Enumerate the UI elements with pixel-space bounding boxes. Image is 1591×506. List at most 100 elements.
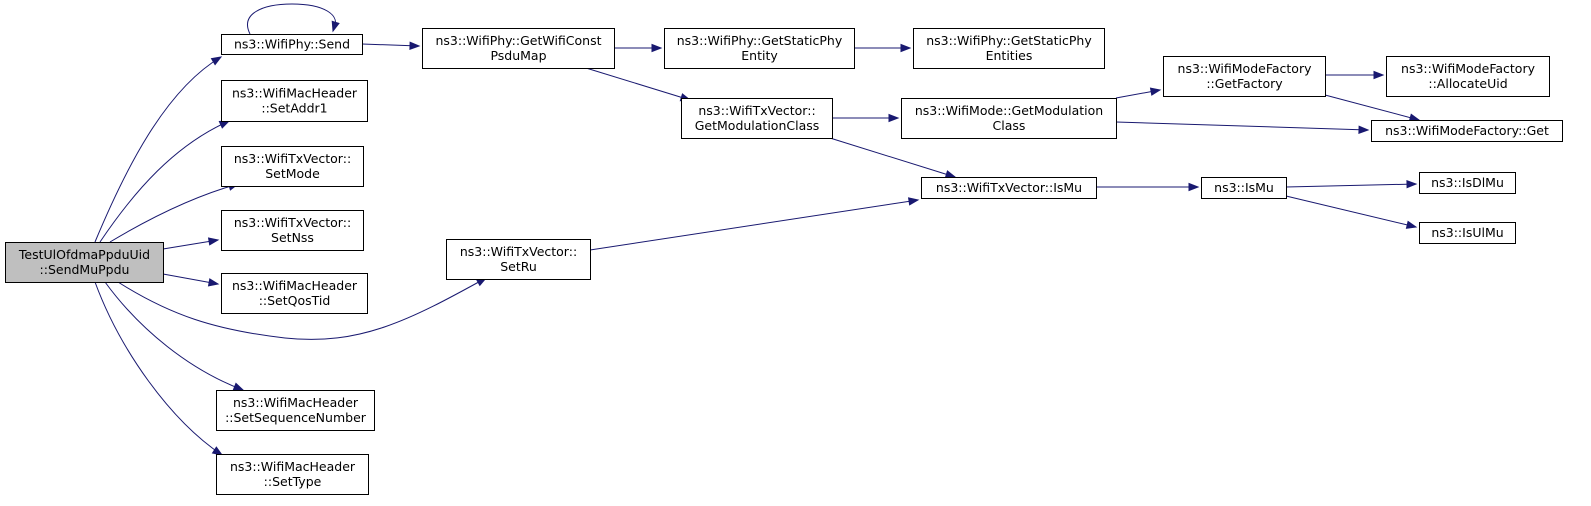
node-isdlmu[interactable]: ns3::IsDlMu	[1419, 172, 1516, 194]
node-mac-setqostid[interactable]: ns3::WifiMacHeader::SetQosTid	[221, 273, 368, 314]
edge-factory_getfactory-to-factory_alloc	[1325, 70, 1385, 80]
edge-line	[117, 277, 487, 340]
node-label-line: ns3::WifiTxVector::	[234, 215, 351, 230]
edge-mode_getmodclass-to-factory_get	[1115, 121, 1370, 134]
node-box	[221, 146, 364, 187]
node-label-line: TestUlOfdmaPpduUid	[18, 247, 150, 262]
node-mode-getmodclass[interactable]: ns3::WifiMode::GetModulationClass	[901, 98, 1117, 139]
node-label-line: ns3::IsDlMu	[1431, 175, 1504, 190]
node-box	[221, 210, 364, 251]
node-label-line: ns3::WifiTxVector::	[460, 244, 577, 259]
node-box	[221, 34, 363, 55]
edge-tx_ismu-to-ismu	[1096, 182, 1200, 192]
node-box	[1371, 120, 1563, 142]
edge-arrowhead	[210, 56, 223, 66]
node-label-line: SetRu	[500, 259, 537, 274]
node-label-line: ::SetAddr1	[261, 101, 327, 116]
edge-root-to-phy_send	[94, 56, 223, 243]
edge-arrowhead	[1373, 70, 1385, 80]
node-label-line: SetMode	[265, 166, 320, 181]
node-label-line: ns3::IsMu	[1214, 180, 1274, 195]
edge-line	[99, 120, 230, 243]
node-label-line: ns3::WifiPhy::Send	[234, 37, 350, 52]
node-tx-getmodclass[interactable]: ns3::WifiTxVector::GetModulationClass	[681, 98, 833, 139]
node-box	[664, 28, 855, 69]
node-phy-send[interactable]: ns3::WifiPhy::Send	[221, 34, 363, 55]
node-label-line: ::SendMuPpdu	[40, 262, 130, 277]
node-box	[913, 28, 1105, 69]
edge-line	[1285, 183, 1417, 188]
node-label-line: SetNss	[271, 230, 314, 245]
node-label-line: PsduMap	[490, 48, 546, 63]
node-box	[5, 242, 164, 283]
node-factory-getfactory[interactable]: ns3::WifiModeFactory::GetFactory	[1163, 56, 1326, 97]
node-label-line: ns3::WifiMacHeader	[232, 86, 358, 101]
edge-root-to-mac_setqostid	[162, 273, 220, 287]
edge-line	[829, 137, 956, 178]
edges-layer	[94, 3, 1421, 456]
node-label-line: ns3::WifiTxVector::	[698, 103, 815, 118]
node-label-line: ns3::WifiMacHeader	[233, 395, 359, 410]
node-box	[216, 454, 369, 495]
node-tx-setmode[interactable]: ns3::WifiTxVector::SetMode	[221, 146, 364, 187]
node-ismu[interactable]: ns3::IsMu	[1201, 177, 1287, 199]
edge-arrowhead	[900, 43, 912, 53]
node-mac-setseq[interactable]: ns3::WifiMacHeader::SetSequenceNumber	[216, 390, 375, 431]
edge-arrowhead	[218, 120, 231, 129]
edge-line	[1115, 121, 1369, 131]
edge-line	[94, 56, 222, 243]
node-label-line: Entities	[986, 48, 1033, 63]
node-box	[901, 98, 1117, 139]
edge-arrowhead	[1358, 125, 1370, 134]
node-mac-settype[interactable]: ns3::WifiMacHeader::SetType	[216, 454, 369, 495]
node-label-line: ::SetQosTid	[259, 293, 331, 308]
edge-factory_getfactory-to-factory_get	[1324, 94, 1421, 122]
edge-line	[1285, 195, 1417, 228]
edge-tx_setru-to-tx_ismu	[589, 197, 920, 251]
edge-root-to-mac_settype	[94, 281, 224, 456]
node-label-line: ns3::IsUlMu	[1431, 225, 1503, 240]
edge-ismu-to-isulmu	[1285, 195, 1418, 229]
edge-line	[109, 183, 239, 243]
node-box	[1386, 56, 1550, 97]
node-label-line: ns3::WifiModeFactory	[1401, 61, 1536, 76]
node-tx-setru[interactable]: ns3::WifiTxVector::SetRu	[446, 239, 591, 280]
node-tx-setnss[interactable]: ns3::WifiTxVector::SetNss	[221, 210, 364, 251]
node-box	[1419, 222, 1516, 244]
edge-arrowhead	[211, 446, 224, 456]
edge-arrowhead	[207, 278, 220, 287]
node-label-line: ns3::WifiMode::GetModulation	[915, 103, 1103, 118]
node-isulmu[interactable]: ns3::IsUlMu	[1419, 222, 1516, 244]
node-factory-get[interactable]: ns3::WifiModeFactory::Get	[1371, 120, 1563, 142]
node-tx-ismu[interactable]: ns3::WifiTxVector::IsMu	[921, 177, 1097, 199]
node-box	[422, 28, 615, 69]
edge-phy_send-to-phy_send	[247, 3, 340, 35]
edge-phy_getconst-to-phy_getstaticentity	[614, 43, 663, 53]
edge-line	[1324, 94, 1420, 121]
node-label-line: ns3::WifiPhy::GetWifiConst	[435, 33, 601, 48]
node-mac-setaddr1[interactable]: ns3::WifiMacHeader::SetAddr1	[221, 80, 368, 122]
node-label-line: ns3::WifiModeFactory	[1178, 61, 1313, 76]
node-factory-alloc[interactable]: ns3::WifiModeFactory::AllocateUid	[1386, 56, 1550, 97]
node-box	[921, 177, 1097, 199]
edge-arrowhead	[207, 237, 220, 246]
nodes-layer: TestUlOfdmaPpduUid::SendMuPpdu ns3::WifiP…	[5, 28, 1563, 495]
edge-phy_getstaticentity-to-phy_getstaticentities	[854, 43, 912, 53]
node-box	[1201, 177, 1287, 199]
edge-arrowhead	[1406, 179, 1418, 189]
node-label-line: GetModulationClass	[695, 118, 820, 133]
edge-root-to-mac_setseq	[104, 281, 245, 391]
node-label-line: Class	[993, 118, 1026, 133]
node-label-line: ::GetFactory	[1206, 76, 1283, 91]
edge-tx_getmodclass-to-tx_ismu	[829, 137, 957, 179]
edge-arrowhead	[888, 113, 900, 123]
edge-arrowhead	[232, 382, 245, 391]
edge-arrowhead	[651, 43, 663, 53]
node-label-line: ns3::WifiTxVector::IsMu	[936, 180, 1082, 195]
node-root[interactable]: TestUlOfdmaPpduUid::SendMuPpdu	[5, 242, 164, 283]
edge-ismu-to-isdlmu	[1285, 179, 1418, 189]
